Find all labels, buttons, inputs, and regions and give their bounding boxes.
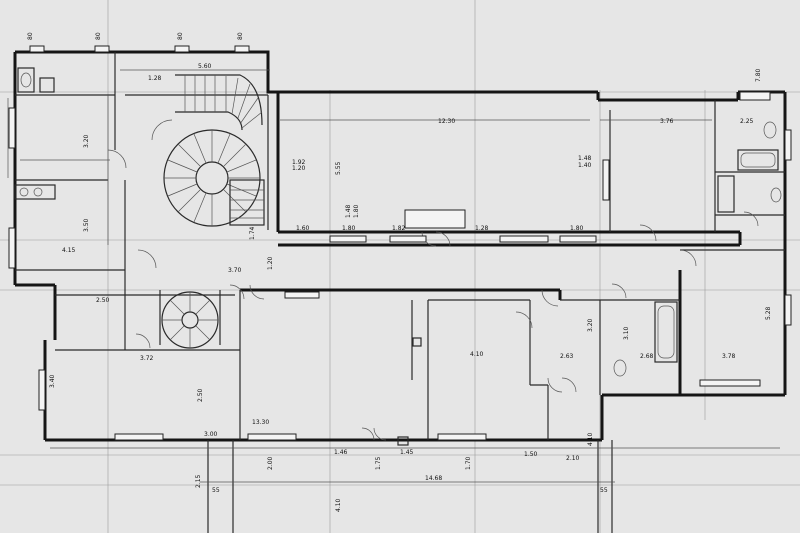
dim-hall-174: 1.74 [249, 226, 256, 240]
dim-top-80-d: 80 [237, 32, 244, 40]
dim-right-148: 1.48 [578, 155, 592, 162]
dim-hall-180b: 1.80 [570, 225, 584, 232]
dim-room-268: 2.68 [640, 353, 654, 360]
dim-top-80-c: 80 [177, 32, 184, 40]
dim-right-140: 1.40 [578, 162, 592, 169]
dim-left-350: 3.50 [83, 218, 90, 232]
dim-mid-180: 1.80 [353, 204, 360, 218]
dim-room-1330: 13.30 [252, 419, 269, 426]
dim-hall-182: 1.82 [392, 225, 406, 232]
dim-bot-146: 1.46 [334, 449, 348, 456]
dim-top-80-b: 80 [95, 32, 102, 40]
dim-room-320: 3.20 [587, 318, 594, 332]
spiral-staircase [163, 74, 265, 227]
dim-bot-170: 1.70 [465, 456, 472, 470]
dim-room-410: 4.10 [470, 351, 484, 358]
dim-room-250b: 2.50 [197, 388, 204, 402]
dim-top-780: 7.80 [755, 68, 762, 82]
dim-top-80-a: 80 [27, 32, 34, 40]
dim-mid-555: 5.55 [335, 161, 342, 175]
fixtures [14, 67, 782, 446]
interior-walls [15, 52, 785, 440]
dim-bot-215: 2.15 [195, 474, 202, 488]
dim-mid-148: 1.48 [345, 204, 352, 218]
dim-top-560: 5.60 [198, 63, 212, 70]
dim-top-1230: 12.30 [438, 118, 455, 125]
dim-room-372: 3.72 [140, 355, 154, 362]
dim-hall-370: 3.70 [228, 267, 242, 274]
dim-bot-55a: 55 [212, 487, 220, 494]
dim-hall-128: 1.28 [475, 225, 489, 232]
dimension-lines [7, 69, 780, 533]
dim-hall-120: 1.20 [267, 256, 274, 270]
secondary-spiral-staircase [161, 291, 219, 349]
dim-left-415: 4.15 [62, 247, 76, 254]
dim-bot-150: 1.50 [524, 451, 538, 458]
dim-mid-192: 1.92 [292, 159, 306, 166]
dim-mid-120: 1.20 [292, 165, 306, 172]
dim-right-528: 5.28 [765, 306, 772, 320]
dim-room-300: 3.00 [204, 431, 218, 438]
dim-room-340: 3.40 [49, 374, 56, 388]
dim-top-128: 1.28 [148, 75, 162, 82]
dim-hall-180a: 1.80 [342, 225, 356, 232]
dim-room-250: 2.50 [96, 297, 110, 304]
dim-bot-410: 4.10 [335, 498, 342, 512]
dim-hall-160: 1.60 [296, 225, 310, 232]
windows [8, 45, 792, 441]
dim-bot-200: 2.00 [267, 456, 274, 470]
door-swings [107, 119, 759, 441]
dim-left-320: 3.20 [83, 134, 90, 148]
dim-room-263: 2.63 [560, 353, 574, 360]
dim-bot-210: 2.10 [566, 455, 580, 462]
dim-top-376: 3.76 [660, 118, 674, 125]
dim-bot-175: 1.75 [375, 456, 382, 470]
dim-bot-410b: 4.10 [587, 432, 594, 446]
dim-bot-1468: 14.68 [425, 475, 442, 482]
dim-right-310: 3.10 [623, 326, 630, 340]
dim-bot-55b: 55 [600, 487, 608, 494]
dim-right-378: 3.78 [722, 353, 736, 360]
dimension-labels: 80 80 80 80 5.60 1.28 12.30 3.76 2.25 7.… [27, 32, 772, 512]
dim-bot-145: 1.45 [400, 449, 414, 456]
dim-top-225: 2.25 [740, 118, 754, 125]
